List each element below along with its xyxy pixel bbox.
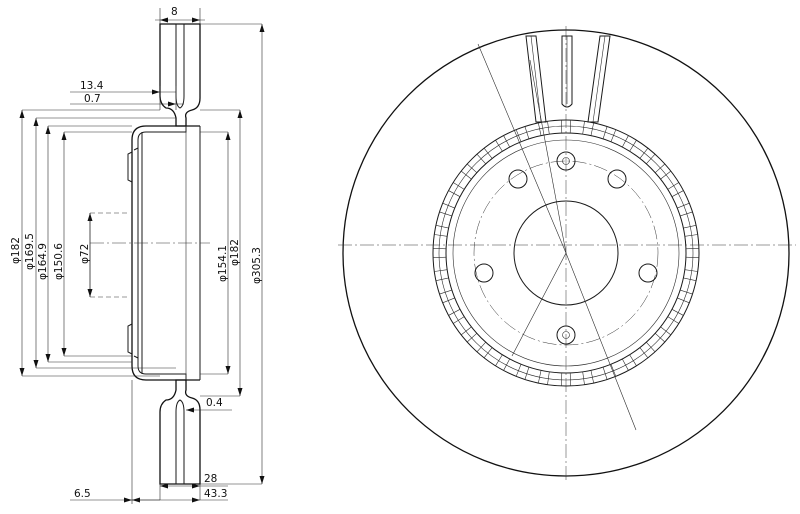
front-view bbox=[338, 26, 796, 482]
vent-slot bbox=[654, 326, 671, 343]
vent-slot bbox=[561, 372, 571, 386]
vent-slot bbox=[602, 364, 617, 380]
dim-label-154-1: φ154.1 bbox=[217, 245, 229, 282]
vent-slot bbox=[677, 202, 693, 217]
lower-friction-ring bbox=[159, 379, 201, 485]
vent-slot bbox=[561, 120, 571, 134]
section-view: 8 13.4 0.7 φ182 φ169.5 φ164.9 φ150.6 φ72… bbox=[10, 6, 265, 504]
vent-slot bbox=[683, 269, 698, 281]
vent-slot bbox=[582, 121, 594, 136]
vent-slot bbox=[461, 326, 478, 343]
dim-label-182-right: φ182 bbox=[229, 239, 241, 266]
vane-cutaway bbox=[525, 35, 611, 123]
dim-label-43-3: 43.3 bbox=[204, 488, 227, 500]
vent-slot bbox=[677, 289, 693, 304]
vent-slot bbox=[476, 148, 493, 165]
dim-label-28: 28 bbox=[204, 473, 217, 485]
bolt-hole bbox=[508, 169, 528, 189]
vent-slot bbox=[448, 182, 465, 197]
vent-slot bbox=[639, 148, 656, 165]
dim-label-72: φ72 bbox=[79, 244, 91, 264]
dim-label-0-4: 0.4 bbox=[206, 397, 223, 409]
vent-slot bbox=[538, 121, 550, 136]
upper-friction-ring bbox=[159, 23, 201, 127]
vent-slot bbox=[434, 269, 449, 281]
vent-slot bbox=[515, 364, 530, 380]
bolt-hole bbox=[638, 263, 658, 283]
hub-bore bbox=[513, 200, 619, 306]
dim-label-305-3: φ305.3 bbox=[251, 247, 263, 284]
vent-slot bbox=[538, 370, 550, 385]
vent-slot bbox=[639, 341, 656, 358]
vent-slot bbox=[654, 163, 671, 180]
dim-label-6-5: 6.5 bbox=[74, 488, 91, 500]
vent-slot bbox=[433, 248, 447, 258]
vent-slot bbox=[622, 135, 637, 152]
ventilation-slots bbox=[433, 120, 699, 386]
vent-slot bbox=[685, 248, 699, 258]
dim-label-164-9: φ164.9 bbox=[37, 243, 49, 280]
bolt-hole bbox=[607, 169, 627, 189]
vent-slot bbox=[515, 126, 530, 142]
hub-hat-section bbox=[131, 125, 200, 381]
vent-slot bbox=[582, 370, 594, 385]
vent-slot bbox=[495, 354, 510, 371]
dim-label-150-6: φ150.6 bbox=[53, 243, 65, 280]
vent-slot bbox=[683, 225, 698, 237]
vent-slot bbox=[667, 182, 684, 197]
vent-slot bbox=[602, 126, 617, 142]
vent-slot bbox=[461, 163, 478, 180]
dim-label-13-4: 13.4 bbox=[80, 80, 104, 92]
vent-slot bbox=[476, 341, 493, 358]
vent-slot bbox=[448, 309, 465, 324]
vent-slot bbox=[434, 225, 449, 237]
bolt-hole bbox=[474, 263, 494, 283]
vent-slot bbox=[622, 354, 637, 371]
vent-slot bbox=[495, 135, 510, 152]
vent-slot bbox=[439, 289, 455, 304]
vent-slot bbox=[667, 309, 684, 324]
dim-label-0-7: 0.7 bbox=[84, 93, 101, 105]
vent-slot bbox=[439, 202, 455, 217]
dim-label-169-5: φ169.5 bbox=[24, 233, 36, 270]
dim-label-8: 8 bbox=[171, 6, 178, 18]
dim-label-182-left: φ182 bbox=[10, 237, 22, 264]
